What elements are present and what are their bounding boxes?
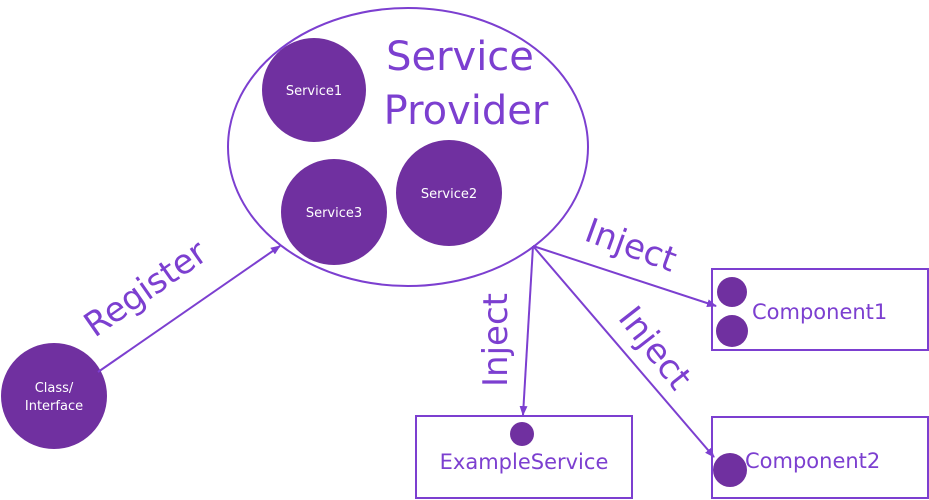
component1-box <box>711 268 929 351</box>
service2-label: Service2 <box>421 187 477 202</box>
provider-title-line2: Provider <box>384 88 549 134</box>
inject-label-example: Inject <box>476 293 516 387</box>
register-label: Register <box>77 232 215 345</box>
example-service-box <box>415 415 633 499</box>
register-arrow <box>97 245 281 373</box>
service3-node <box>281 159 387 265</box>
class-label-line1: Class/ <box>35 381 74 396</box>
example-service-dot <box>510 422 534 446</box>
service2-node <box>396 140 502 246</box>
class-interface-node <box>1 343 107 449</box>
component2-dot <box>713 453 747 487</box>
component1-label: Component1 <box>752 300 887 324</box>
inject-label-component2: Inject <box>610 299 699 398</box>
inject-label-component1: Inject <box>580 211 682 281</box>
component1-dot-1 <box>717 277 747 307</box>
component1-dot-2 <box>716 315 748 347</box>
inject-arrow-component2 <box>532 245 715 458</box>
example-service-label: ExampleService <box>440 450 609 474</box>
provider-title-line1: Service <box>386 34 534 80</box>
inject-arrow-component1 <box>532 245 717 307</box>
service-provider-ellipse <box>227 7 589 287</box>
inject-arrow-example <box>519 245 534 416</box>
service1-node <box>262 38 366 142</box>
component2-box <box>711 416 929 499</box>
class-label-line2: Interface <box>25 399 83 414</box>
service3-label: Service3 <box>306 206 362 221</box>
component2-label: Component2 <box>745 449 880 473</box>
service1-label: Service1 <box>286 84 342 99</box>
